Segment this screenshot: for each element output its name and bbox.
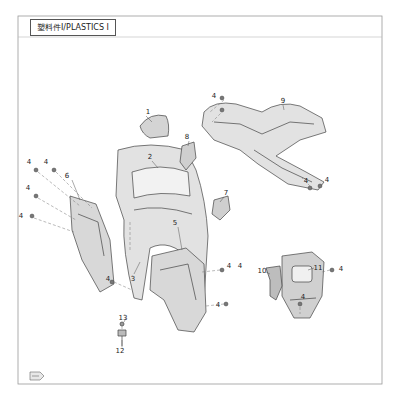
callout-number: 4: [325, 176, 329, 184]
callout-number: 12: [116, 347, 125, 355]
diagram-title: 塑料件Ⅰ/PLASTICS Ⅰ: [30, 19, 116, 36]
callout-number: 4: [301, 293, 305, 301]
callout-number: 4: [19, 212, 23, 220]
frame: [18, 16, 382, 384]
callout-number: 6: [65, 172, 69, 180]
callout-number: 4: [339, 265, 343, 273]
callout-number: 7: [224, 189, 228, 197]
callout-number: 4: [304, 177, 308, 185]
callout-number: 4: [26, 184, 30, 192]
callout-number: 4: [227, 262, 231, 270]
callout-number: 2: [148, 153, 152, 161]
callout-number: 4: [27, 158, 31, 166]
corner-icon: [30, 372, 44, 380]
callout-number: 3: [131, 275, 135, 283]
callout-number: 5: [173, 219, 177, 227]
callout-number: 4: [238, 262, 242, 270]
callout-number: 1: [146, 108, 150, 116]
callout-number: 8: [185, 133, 189, 141]
callout-number: 4: [106, 275, 110, 283]
callout-number: 4: [44, 158, 48, 166]
callout-number: 13: [119, 314, 128, 322]
callout-number: 4: [212, 92, 216, 100]
callout-number: 4: [216, 301, 220, 309]
callout-number: 11: [314, 264, 323, 272]
callout-number: 10: [258, 267, 267, 275]
callout-number: 9: [281, 97, 285, 105]
